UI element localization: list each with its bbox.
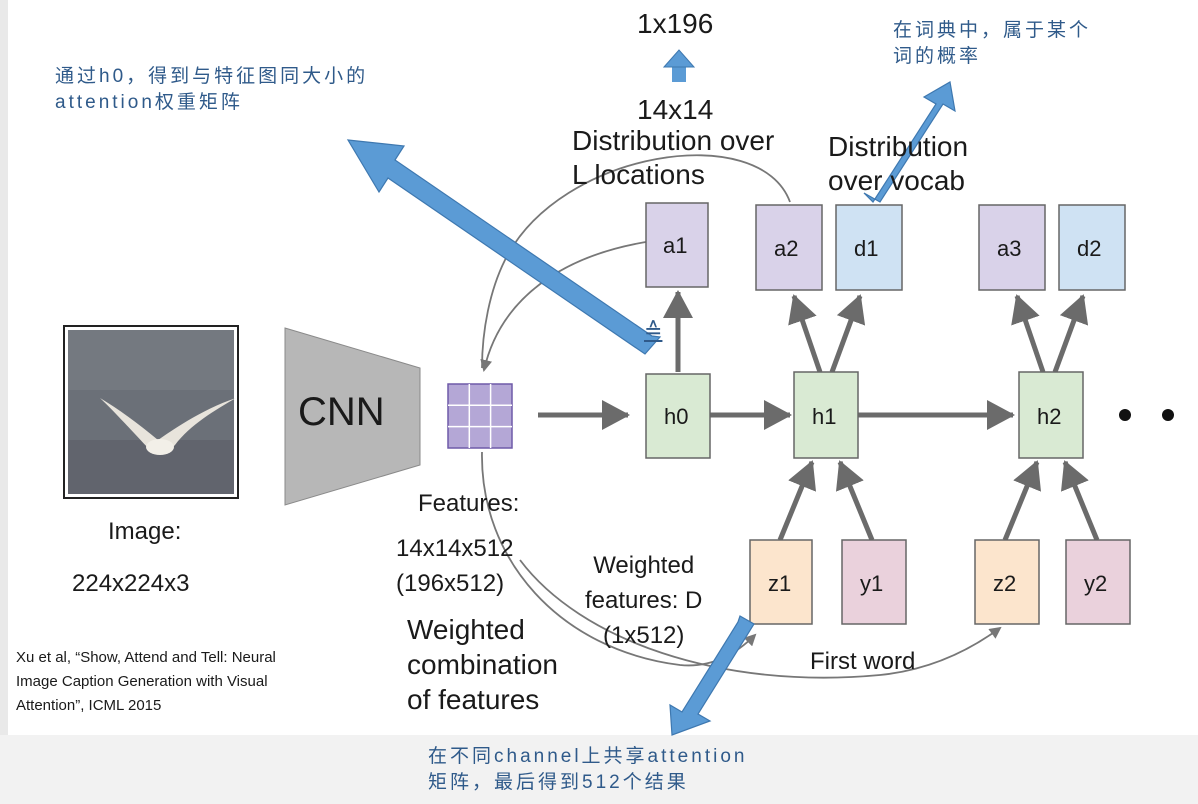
arrow-h2-to-a3 <box>1011 294 1046 373</box>
upward-arrow-icon <box>662 49 696 82</box>
continuation-dot-1 <box>1119 409 1131 421</box>
arrow-y2-to-h2 <box>1060 460 1100 541</box>
image-dim-label: 224x224x3 <box>72 570 190 597</box>
citation: Xu et al, “Show, Attend and Tell: Neural… <box>16 649 276 714</box>
node-z1 <box>749 539 813 625</box>
attention-note: 通过h0，得到与特征图同大小的 attention权重矩阵 <box>55 66 369 113</box>
arrow-h1-to-a2 <box>788 294 823 373</box>
node-h2-label: h2 <box>1037 404 1062 429</box>
node-d2-label: d2 <box>1077 236 1102 261</box>
node-a1 <box>645 202 709 288</box>
channel-note: 在不同channel上共享attention 矩阵，最后得到512个结果 <box>428 746 748 793</box>
node-y2-label: y2 <box>1084 571 1108 596</box>
node-h0 <box>645 373 711 459</box>
node-h1 <box>793 371 859 459</box>
node-d1 <box>835 204 903 291</box>
node-z2 <box>974 539 1040 625</box>
node-h0-label: h0 <box>664 404 689 429</box>
cnn-block <box>284 327 421 506</box>
curve-features-to-a1 <box>480 240 653 372</box>
arrow-y1-to-h1 <box>835 460 875 541</box>
arrow-z2-to-h2 <box>1002 460 1042 541</box>
arrow-h1-to-d1 <box>829 294 866 373</box>
first-word-label: First word <box>810 648 916 675</box>
node-a1-label: a1 <box>663 233 688 258</box>
annotation-arrow-vocab <box>863 81 956 203</box>
slide-left-border <box>0 0 8 735</box>
node-d1-label: d1 <box>854 236 879 261</box>
node-y1 <box>841 539 907 625</box>
node-a2-label: a2 <box>774 236 799 261</box>
node-h1-label: h1 <box>812 404 837 429</box>
node-a2 <box>755 204 823 291</box>
stray-mark: ≙ <box>644 318 663 343</box>
image-label: Image: <box>108 518 182 545</box>
annotation-arrow-channel <box>669 615 755 736</box>
distribution-vocab-label: Distribution over vocab <box>828 131 969 196</box>
curve-features-to-z2 <box>519 559 1002 679</box>
distribution-locations-label: Distribution over L locations <box>572 125 775 190</box>
arrow-z1-to-h1 <box>777 460 817 541</box>
feature-grid <box>447 383 513 449</box>
vocab-note: 在词典中，属于某个 词的概率 <box>893 20 1092 67</box>
continuation-dot-2 <box>1162 409 1174 421</box>
weighted-features-label: Weighted features: D (1x512) <box>585 552 703 649</box>
features-label: Features: <box>418 490 520 517</box>
node-z2-label: z2 <box>993 571 1017 596</box>
top-dim-label: 1x196 <box>637 8 714 39</box>
node-y2 <box>1065 539 1131 625</box>
features-dim-label: 14x14x512 (196x512) <box>396 535 514 597</box>
cnn-label: CNN <box>298 390 385 434</box>
weighted-combination-label: Weighted combination of features <box>407 614 558 715</box>
input-image <box>63 325 239 499</box>
node-d2 <box>1058 204 1126 291</box>
arrow-h2-to-d2 <box>1052 294 1089 373</box>
location-dim-label: 14x14 <box>637 94 714 125</box>
curve-a2-to-features <box>481 154 791 369</box>
node-y1-label: y1 <box>860 571 884 596</box>
node-z1-label: z1 <box>768 571 792 596</box>
node-a3 <box>978 204 1046 291</box>
annotation-arrow-attention <box>346 139 662 355</box>
node-a3-label: a3 <box>997 236 1022 261</box>
node-h2 <box>1018 371 1084 459</box>
